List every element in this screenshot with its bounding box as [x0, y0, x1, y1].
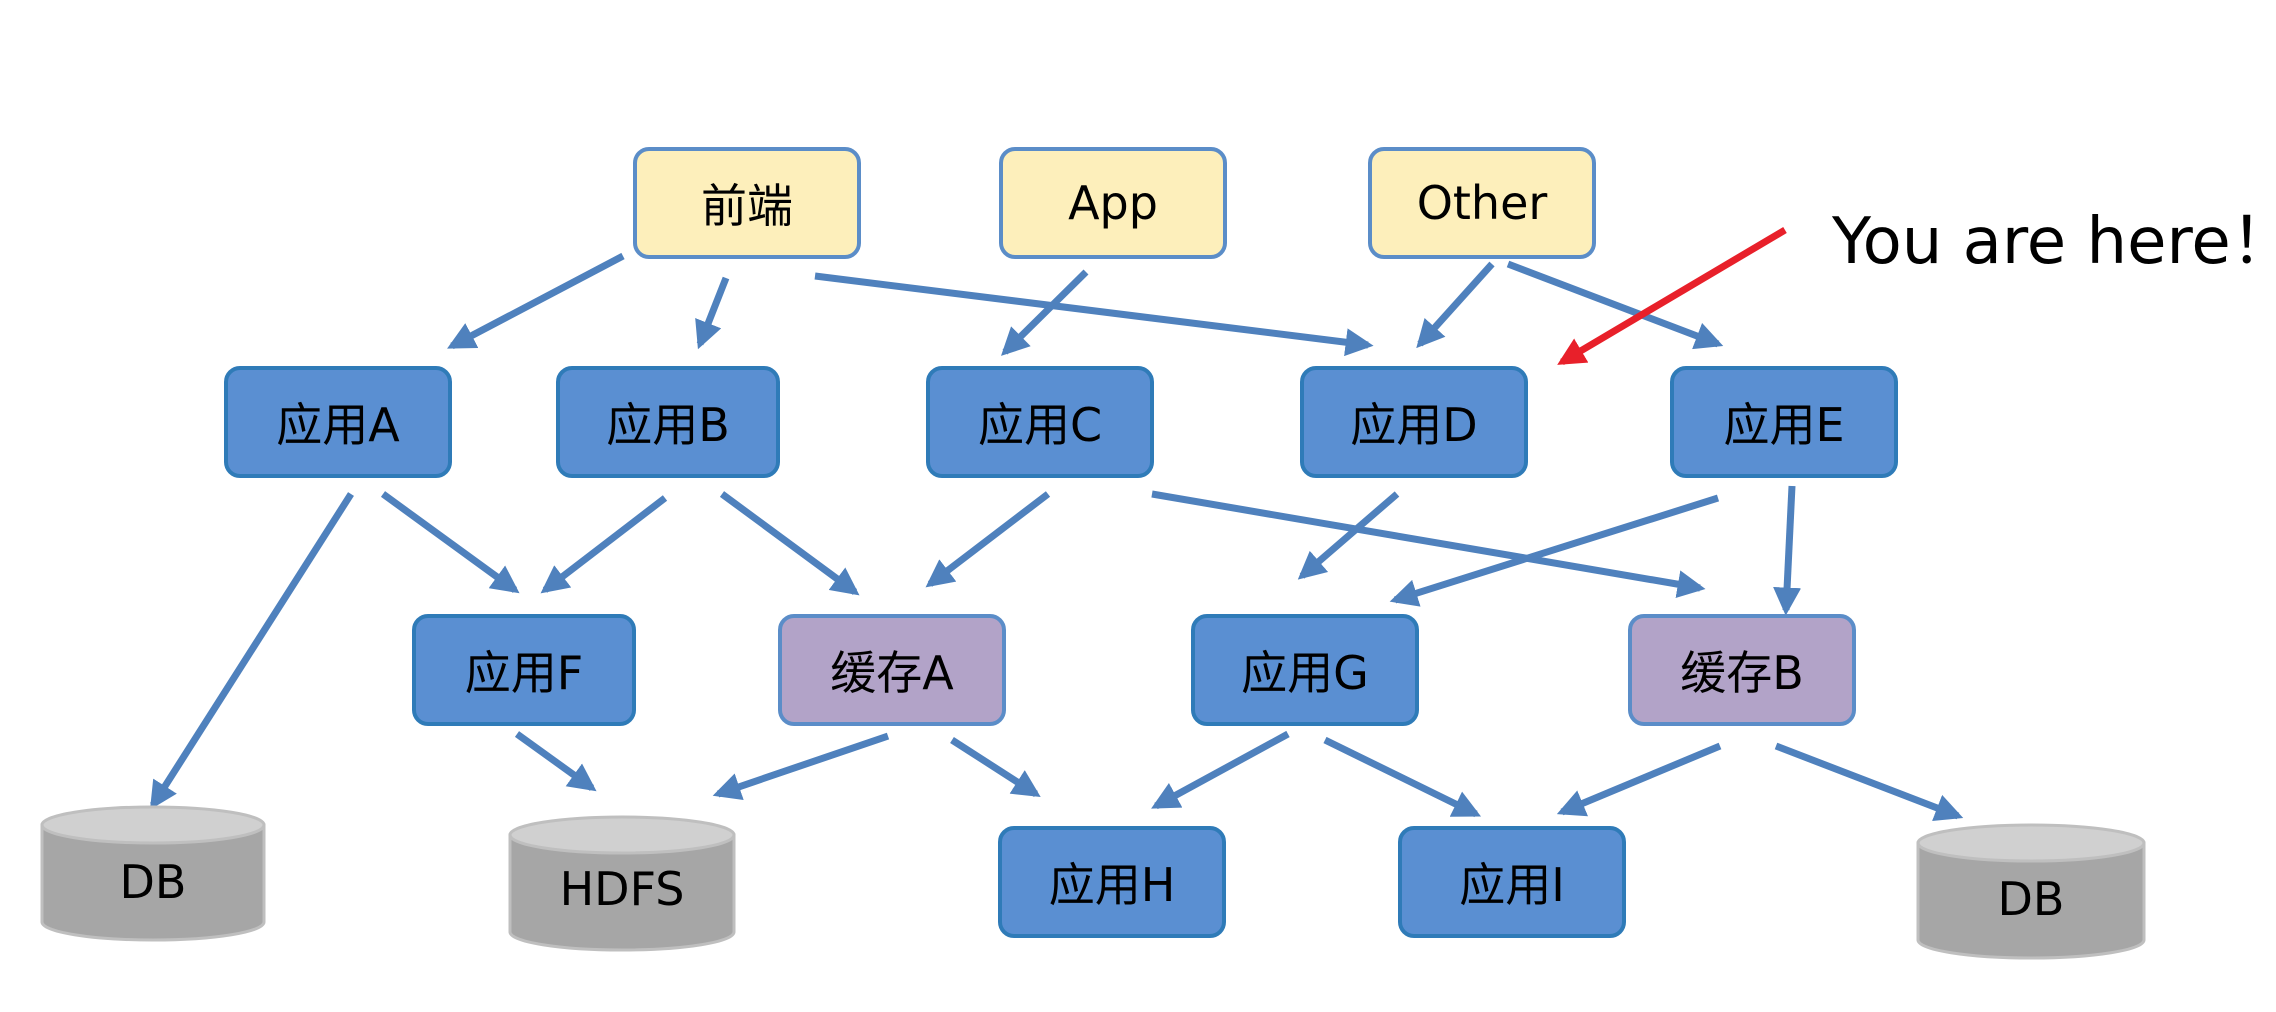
node-app-client[interactable]: App — [999, 147, 1227, 259]
node-label: 应用D — [1350, 398, 1478, 452]
edge-frontend-to-app-a — [447, 252, 625, 350]
callout-arrow — [1557, 226, 1787, 366]
node-label: 应用E — [1723, 398, 1845, 452]
node-other[interactable]: Other — [1368, 147, 1596, 259]
edge-app-client-to-app-c — [1001, 269, 1089, 356]
node-label: 应用I — [1459, 858, 1565, 912]
edge-cache-a-to-hdfs — [712, 732, 890, 801]
edge-app-f-to-hdfs — [514, 731, 597, 792]
edge-app-e-to-app-g — [1389, 494, 1720, 607]
node-app-b[interactable]: 应用B — [556, 366, 780, 478]
edge-frontend-to-app-b — [695, 276, 730, 350]
node-app-i[interactable]: 应用I — [1398, 826, 1626, 938]
db-right-label: DB — [1997, 872, 2065, 926]
node-label: Other — [1416, 176, 1548, 230]
node-label: 应用B — [606, 398, 730, 452]
edge-cache-b-to-db-right — [1774, 742, 1964, 822]
node-app-g[interactable]: 应用G — [1191, 614, 1419, 726]
edge-app-a-to-db-left — [149, 492, 354, 810]
node-app-h[interactable]: 应用H — [998, 826, 1226, 938]
node-cache-a[interactable]: 缓存A — [778, 614, 1006, 726]
node-label: 应用F — [464, 646, 584, 700]
node-cache-b[interactable]: 缓存B — [1628, 614, 1856, 726]
node-label: 应用H — [1048, 858, 1176, 912]
node-label: 应用G — [1241, 646, 1369, 700]
you-are-here-callout: You are here！ — [1832, 205, 2276, 279]
edge-app-e-to-cache-b — [1773, 485, 1802, 616]
edge-other-to-app-e — [1506, 260, 1724, 350]
node-app-d[interactable]: 应用D — [1300, 366, 1528, 478]
node-label: 缓存B — [1680, 646, 1804, 700]
node-app-a[interactable]: 应用A — [224, 366, 452, 478]
edge-app-c-to-cache-a — [925, 491, 1051, 588]
db-left-label: DB — [119, 855, 187, 909]
edge-cache-b-to-app-i — [1556, 742, 1722, 817]
edge-app-d-to-app-g — [1297, 491, 1400, 580]
node-app-f[interactable]: 应用F — [412, 614, 636, 726]
hdfs-label: HDFS — [559, 862, 685, 916]
node-frontend[interactable]: 前端 — [633, 147, 861, 259]
node-app-e[interactable]: 应用E — [1670, 366, 1898, 478]
db-right-cylinder — [1916, 823, 2146, 960]
node-label: 缓存A — [830, 646, 954, 700]
node-app-c[interactable]: 应用C — [926, 366, 1154, 478]
node-label: 应用C — [977, 398, 1103, 452]
node-label: App — [1068, 176, 1158, 230]
edge-app-b-to-app-f — [540, 495, 668, 594]
edge-app-a-to-app-f — [380, 491, 520, 594]
node-label: 应用A — [276, 398, 400, 452]
edge-app-b-to-cache-a — [719, 491, 860, 596]
edge-cache-a-to-app-h — [950, 737, 1041, 798]
edge-frontend-to-app-d — [814, 272, 1374, 357]
edge-app-g-to-app-h — [1151, 730, 1290, 810]
edge-other-to-app-d — [1416, 261, 1495, 349]
node-label: 前端 — [701, 179, 793, 233]
hdfs-cylinder — [508, 815, 736, 952]
edge-app-c-to-cache-b — [1151, 490, 1706, 599]
db-left-cylinder — [40, 805, 266, 942]
edge-app-g-to-app-i — [1323, 736, 1482, 818]
